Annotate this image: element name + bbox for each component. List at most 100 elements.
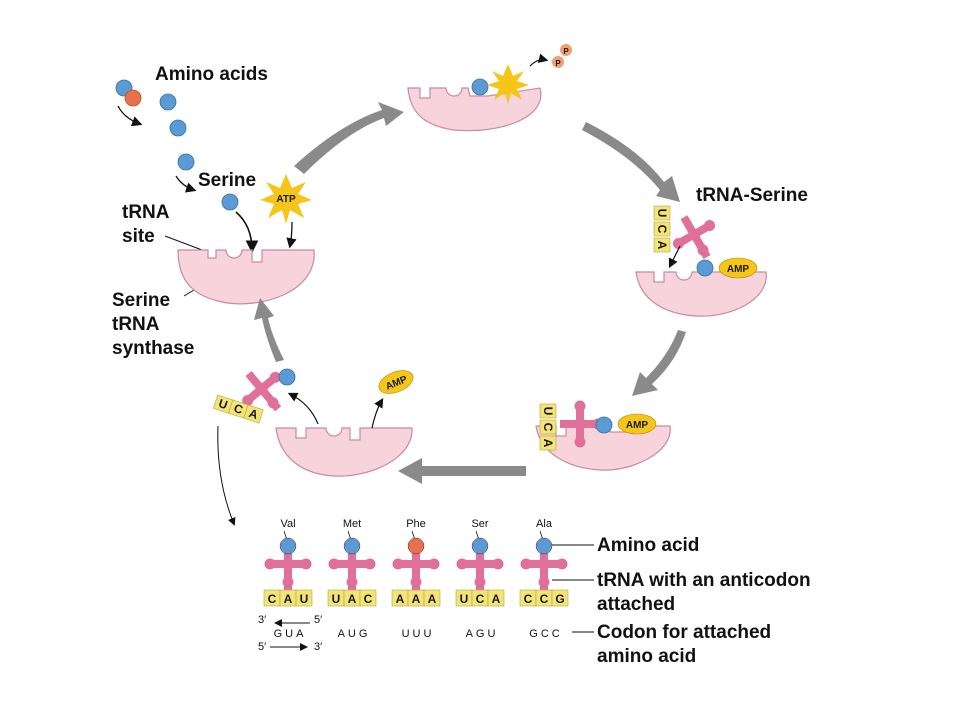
anticodon-base: C [364,592,373,606]
prime-3-label: 3′ [314,641,322,653]
codon-sequence: AUG [338,628,371,640]
anticodon-base: C [476,592,485,606]
codon-sequence: GUA [274,628,307,640]
codon-sequence: AGU [466,628,499,640]
amp-label: AMP [626,420,649,431]
legend-codon-line1: Codon for attached [597,622,771,643]
amino-acids-label: Amino acids [155,64,268,85]
anticodon-base: U [332,592,341,606]
anticodon-base: A [541,439,555,448]
cycle-arrow-4 [398,458,526,484]
phosphate-icon [552,56,564,68]
serine-dot [221,193,239,211]
phosphate-label: P [563,47,569,56]
atp-icon [260,174,312,224]
anticodon-tiles: U C A [539,403,557,451]
serine-to-site-arrow [235,211,259,254]
anticodon-base: A [412,592,421,606]
trna-binding-arrow [668,245,681,269]
anticodon-base: C [540,592,549,606]
amino-acid-dot [278,368,296,386]
amino-acid-dot [471,537,489,555]
synthase-enzyme-1 [177,249,315,305]
cycle-arrow-5 [254,298,284,362]
anticodon-tile [295,589,313,607]
prime-3-label: 3′ [258,614,266,626]
amino-acid-dot [177,153,195,171]
serine-label: Serine [198,170,256,191]
anticodon-base: U [655,209,669,218]
prime-5-label: 5′ [258,641,266,653]
cycle-arrow-3 [632,330,686,396]
anticodon-base: G [555,592,564,606]
pointer-to-table-arrow [217,425,236,526]
flow-arrow [175,175,197,193]
synthase-enzyme-2 [407,87,542,132]
amino-acid-name: Met [343,518,361,530]
synthase-enzyme-5 [275,427,413,477]
amino-acid-dot [124,89,142,107]
anticodon-tile [359,589,377,607]
amino-acid-dot [169,119,187,137]
codon-sequence: GCC [529,628,562,640]
anticodon-base: A [492,592,501,606]
amino-acid-dot [535,537,553,555]
anticodon-base: U [460,592,469,606]
amino-acid-name: Ala [536,518,553,530]
amp-badge-group: AMP [378,370,414,394]
amino-acid-pool: Amino acids Serine [115,64,268,254]
legend-trna-line2: attached [597,594,675,615]
anticodon-tiles: U C A [212,394,264,424]
amino-acid-dot [595,416,613,434]
anticodon-tile [551,589,569,607]
amino-acid-dot [279,537,297,555]
phosphate-icon [560,44,572,56]
anticodon-base: C [541,423,555,432]
anticodon-base: U [300,592,309,606]
anticodon-tile [423,589,441,607]
amp-label: AMP [727,264,750,275]
trna-site-pointer [164,235,203,251]
anticodon-base: U [217,396,230,412]
anticodon-base: A [428,592,437,606]
atp-label: ATP [276,194,296,205]
codon-sequence: UUU [402,628,435,640]
amp-badge [378,370,414,394]
amp-release-arrow [371,397,384,429]
synthase-label-line1: Serine [112,290,170,311]
phosphate-release-arrow [529,53,549,67]
amino-acid-dot [159,93,177,111]
amp-badge [718,257,758,279]
amino-acid-dot [471,78,489,96]
synthase-label-line3: synthase [112,338,194,359]
trna-serine-label: tRNA-Serine [696,185,808,206]
anticodon-tiles: U C A [653,205,671,253]
amino-acid-name: Ser [471,518,488,530]
amino-acid-dot [343,537,361,555]
amino-acid-dot [696,259,714,277]
trna-release-arrow [287,392,319,425]
anticodon-base: C [655,225,669,234]
amp-badge [617,413,657,435]
anticodon-tile [487,589,505,607]
amino-acid-dot [407,537,425,555]
anticodon-base: C [524,592,533,606]
amino-acid-name: Val [280,518,295,530]
synthase-label-line2: tRNA [112,314,160,335]
anticodon-base: C [268,592,277,606]
flow-arrow [117,105,143,127]
cycle-arrow-1 [294,102,404,174]
anticodon-base: A [396,592,405,606]
anticodon-base: A [655,241,669,250]
prime-5-label: 5′ [314,614,322,626]
anticodon-base: A [284,592,293,606]
anticodon-base: A [348,592,357,606]
phosphate-label: P [555,59,561,68]
cycle-arrow-2 [582,122,680,202]
